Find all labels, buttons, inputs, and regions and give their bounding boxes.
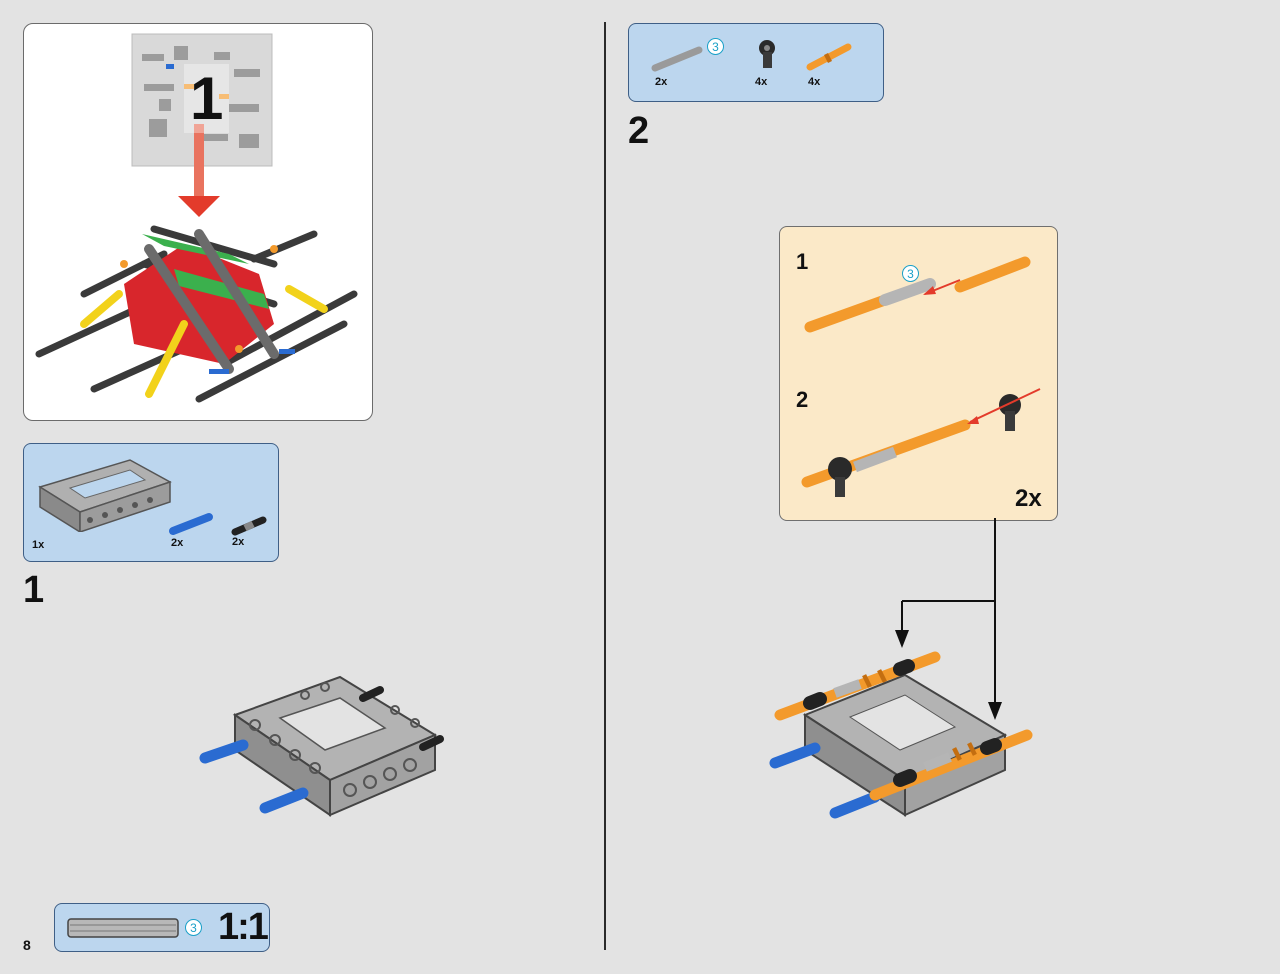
part-qty: 2x [655, 76, 668, 88]
substep2-illustration [801, 388, 1041, 497]
page-divider [604, 22, 606, 950]
subassembly-panel: 1 3 2 2x [779, 226, 1058, 521]
frame-5x7-icon [38, 459, 172, 532]
axle-3-scale-icon [67, 918, 179, 938]
part-qty: 4x [755, 76, 768, 88]
multiplier-label: 2x [1015, 485, 1042, 512]
part-qty: 4x [808, 76, 821, 88]
callout-arrows [895, 518, 1002, 720]
substep-number: 1 [796, 249, 809, 274]
axle-3-icon [651, 46, 703, 72]
substep-number: 2 [796, 387, 809, 412]
length-badge: 3 [902, 265, 919, 282]
part-qty: 2x [171, 537, 184, 549]
orange-pin-icon [806, 43, 852, 71]
step1-assembly-illustration [199, 675, 444, 817]
bag-illustration [35, 33, 358, 403]
step-number: 2 [628, 110, 650, 152]
bag-number: 1 [184, 64, 230, 133]
scale-box: 3 1:1 [54, 903, 270, 952]
step-number: 1 [23, 569, 45, 611]
substep1-illustration [804, 256, 1031, 333]
step2-parts-panel: 3 2x 4x 4x [628, 23, 884, 102]
step2-assembly-illustration [769, 651, 1033, 819]
blue-axle-pin-icon [169, 513, 213, 535]
length-badge: 3 [707, 38, 724, 55]
length-badge: 3 [185, 919, 202, 936]
black-pin-icon [231, 516, 267, 536]
bag-panel: 1 [23, 23, 373, 421]
pin-connector-icon [759, 40, 775, 68]
part-qty: 2x [232, 536, 245, 548]
page-number: 8 [23, 937, 31, 953]
part-qty: 1x [32, 539, 45, 551]
step1-parts-panel: 1x 2x 2x [23, 443, 279, 562]
scale-label: 1:1 [218, 906, 269, 948]
